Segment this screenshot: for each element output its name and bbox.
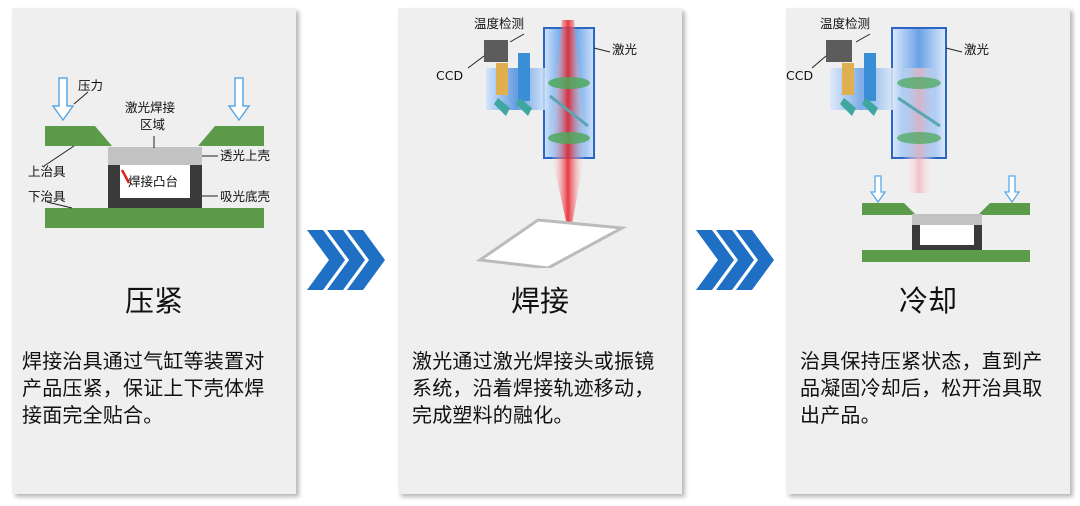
- label-absorbing-shell: 吸光底壳: [220, 189, 270, 204]
- laser-beam: [550, 20, 586, 230]
- label-weld-zone-line2: 区域: [140, 117, 165, 132]
- weld-workpiece: [475, 218, 628, 268]
- chevron-arrows-icon: [307, 230, 385, 290]
- upper-fixture-right: [198, 126, 264, 146]
- label-ccd: CCD: [436, 68, 463, 83]
- step-card-cool: 温度检测 CCD 激光 冷却 治具保持压紧状态，直到产品凝固冷却后，松开治具取出…: [786, 8, 1070, 494]
- transparent-upper-shell: [108, 147, 202, 165]
- label-pressure: 压力: [78, 78, 103, 93]
- lower-fixture: [45, 208, 264, 228]
- cooling-diagram: 温度检测 CCD 激光: [786, 16, 1030, 262]
- label-laser: 激光: [964, 42, 989, 57]
- step-description-cool: 治具保持压紧状态，直到产品凝固冷却后，松开治具取出产品。: [800, 349, 1043, 427]
- step-title-clamp: 压紧: [124, 284, 183, 318]
- label-ccd: CCD: [786, 68, 813, 83]
- pressure-arrow-left-icon: [51, 77, 75, 122]
- ccd-camera: [826, 40, 852, 62]
- laser-beam-faded: [902, 68, 936, 193]
- step-description-clamp: 焊接治具通过气缸等装置对产品压紧，保证上下壳体焊接面完全贴合。: [22, 349, 265, 427]
- weld-head-diagram: 温度检测 CCD 激光: [436, 16, 637, 268]
- clamp-diagram: 压力 激光焊接 区域 上治具 透光上壳 焊接凸台 下治具 吸光底壳: [28, 77, 270, 228]
- label-laser: 激光: [612, 42, 637, 57]
- ccd-camera: [484, 40, 508, 62]
- upper-fixture-left: [45, 126, 112, 146]
- transparent-upper-shell: [912, 214, 982, 225]
- lower-fixture: [862, 250, 1030, 262]
- pressure-arrow-right-icon: [1003, 175, 1021, 204]
- chevron-arrows-icon: [696, 230, 774, 290]
- label-weld-boss: 焊接凸台: [128, 174, 178, 189]
- label-lower-fixture: 下治具: [28, 189, 66, 204]
- step-title-weld: 焊接: [510, 284, 569, 318]
- label-temp-detect: 温度检测: [820, 16, 870, 31]
- label-transparent-shell: 透光上壳: [220, 148, 270, 163]
- label-upper-fixture: 上治具: [28, 164, 66, 179]
- label-weld-zone-line1: 激光焊接: [125, 100, 176, 115]
- step-description-weld: 激光通过激光焊接头或振镜系统，沿着焊接轨迹移动，完成塑料的融化。: [412, 349, 655, 427]
- step-card-weld: 温度检测 CCD 激光 焊接 激光通过激光焊接头或振镜系统，沿着焊接轨迹移动，完…: [398, 8, 682, 494]
- pressure-arrow-left-icon: [869, 175, 887, 204]
- absorbing-lower-shell: [108, 165, 202, 208]
- pressure-arrow-right-icon: [227, 77, 251, 122]
- step-card-clamp: 压力 激光焊接 区域 上治具 透光上壳 焊接凸台 下治具 吸光底壳 压紧 焊接治…: [12, 8, 296, 494]
- step-title-cool: 冷却: [898, 284, 957, 318]
- upper-fixture-left: [862, 203, 916, 215]
- upper-fixture-right: [978, 203, 1030, 215]
- label-temp-detect: 温度检测: [474, 16, 524, 31]
